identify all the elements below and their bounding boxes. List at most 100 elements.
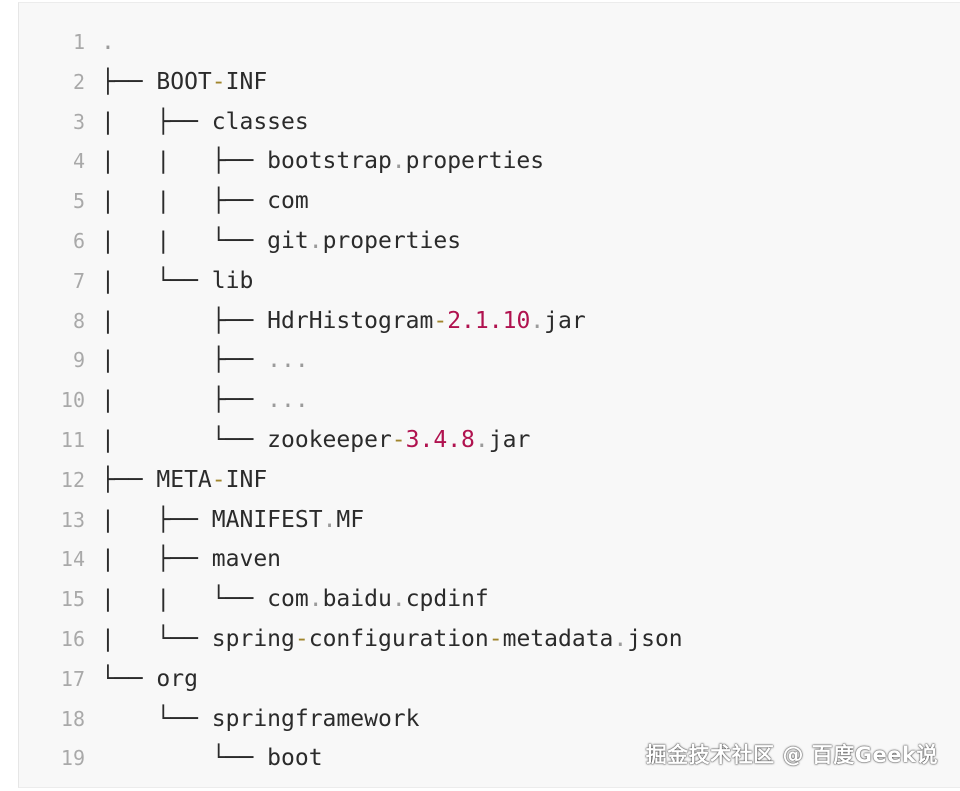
- line-number: 15: [60, 587, 85, 612]
- code-line: 1.: [19, 23, 960, 63]
- line-text: .: [101, 23, 115, 63]
- code-token: -: [211, 68, 226, 95]
- code-token: .: [391, 148, 406, 175]
- code-token: | | ├── bootstrap: [101, 148, 392, 175]
- line-number: 7: [72, 268, 85, 293]
- code-token: .: [391, 586, 406, 613]
- line-text: ├── BOOT-INF: [101, 63, 267, 103]
- line-text: | ├── classes: [101, 103, 309, 143]
- code-token: .: [322, 506, 337, 533]
- code-line: 14 | ├── maven: [19, 540, 960, 580]
- code-token: jar: [488, 426, 531, 453]
- line-text: | ├── MANIFEST.MF: [101, 501, 364, 541]
- code-token: ├── META: [101, 466, 212, 493]
- code-line: 10 | ├── ...: [19, 381, 960, 421]
- code-line: 13 | ├── MANIFEST.MF: [19, 501, 960, 541]
- code-token: | ├──: [101, 347, 268, 374]
- code-token: | ├── MANIFEST: [101, 506, 323, 533]
- line-text: | | └── com.baidu.cpdinf: [101, 580, 489, 620]
- line-text: | └── spring-configuration-metadata.json: [101, 620, 683, 660]
- line-text: | ├── ...: [101, 381, 309, 421]
- code-token: | | ├── com: [101, 188, 309, 215]
- code-token: └── springframework: [101, 705, 420, 732]
- code-token: | └── spring: [101, 625, 295, 652]
- code-token: └── org: [101, 665, 198, 692]
- code-token: MF: [336, 506, 365, 533]
- code-line: 12├── META-INF: [19, 461, 960, 501]
- code-token: -: [294, 625, 309, 652]
- code-token: .: [613, 625, 628, 652]
- line-text: | ├── ...: [101, 341, 309, 381]
- code-token: baidu: [322, 586, 392, 613]
- code-line: 18 └── springframework: [19, 700, 960, 740]
- code-token: | ├──: [101, 387, 268, 414]
- code-token: properties: [405, 148, 545, 175]
- code-line: 16| └── spring-configuration-metadata.js…: [19, 620, 960, 660]
- code-token: cpdinf: [405, 586, 489, 613]
- code-line: 17 └── org: [19, 660, 960, 700]
- code-token: ...: [267, 387, 309, 414]
- code-line: 9 | ├── ...: [19, 341, 960, 381]
- code-line: 2 ├── BOOT-INF: [19, 63, 960, 103]
- code-token: .: [308, 586, 323, 613]
- line-text: | └── lib: [101, 262, 253, 302]
- code-token: | | └── git: [101, 227, 309, 254]
- code-token: metadata: [502, 625, 614, 652]
- code-token: -: [391, 426, 406, 453]
- code-line: 15| | └── com.baidu.cpdinf: [19, 580, 960, 620]
- code-line: 5 | | ├── com: [19, 182, 960, 222]
- line-text: | ├── maven: [101, 540, 281, 580]
- line-text: └── springframework: [101, 700, 420, 740]
- line-number: 10: [60, 388, 85, 413]
- code-token: .: [101, 29, 115, 55]
- line-number: 1: [72, 30, 85, 54]
- line-number: 8: [72, 308, 85, 333]
- line-number: 3: [72, 109, 85, 134]
- code-token: json: [627, 625, 683, 652]
- code-token: .: [530, 307, 545, 334]
- code-line: 19 └── boot: [19, 739, 960, 779]
- line-text: └── boot: [101, 739, 323, 779]
- code-token: jar: [544, 307, 586, 334]
- line-text: | | ├── bootstrap.properties: [101, 142, 544, 182]
- code-token: ├── BOOT: [101, 68, 212, 95]
- code-token: | ├── classes: [101, 108, 309, 135]
- line-number: 13: [60, 507, 85, 532]
- code-token: -: [211, 466, 226, 493]
- line-number: 9: [72, 348, 85, 373]
- code-token: ...: [267, 347, 309, 374]
- line-number: 2: [72, 69, 85, 94]
- code-token: .: [474, 426, 489, 453]
- code-token: INF: [225, 68, 268, 95]
- code-token: | | └── com: [101, 586, 309, 613]
- code-line: 4 | | ├── bootstrap.properties: [19, 142, 960, 182]
- code-token: | └── lib: [101, 267, 254, 294]
- code-token: | ├── maven: [101, 546, 282, 573]
- line-number: 11: [60, 427, 85, 452]
- code-token: -: [488, 625, 503, 652]
- line-number: 4: [72, 149, 85, 174]
- code-token: | ├── HdrHistogram: [101, 307, 434, 334]
- line-number: 5: [72, 189, 85, 214]
- line-text: └── org: [101, 660, 198, 700]
- line-number: 19: [60, 746, 85, 771]
- code-token: configuration: [308, 625, 489, 652]
- line-text: ├── META-INF: [101, 461, 267, 501]
- watermark: 掘金技术社区 @ 百度Geek说: [645, 743, 938, 767]
- code-line: 6| | └── git.properties: [19, 222, 960, 262]
- line-text: | | ├── com: [101, 182, 309, 222]
- code-token: | └── zookeeper: [101, 426, 392, 453]
- code-token: -: [433, 307, 448, 334]
- code-token: INF: [225, 466, 268, 493]
- line-number: 17: [60, 666, 85, 691]
- line-number: 6: [72, 228, 85, 253]
- code-line: 7 | └── lib: [19, 262, 960, 302]
- code-line: 8 | ├── HdrHistogram-2.1.10.jar: [19, 302, 960, 342]
- code-line: 11| └── zookeeper-3.4.8.jar: [19, 421, 960, 461]
- line-number: 14: [60, 547, 85, 572]
- code-token: properties: [322, 227, 462, 254]
- line-number: 16: [60, 626, 85, 651]
- code-token: 2.1.10: [447, 307, 531, 334]
